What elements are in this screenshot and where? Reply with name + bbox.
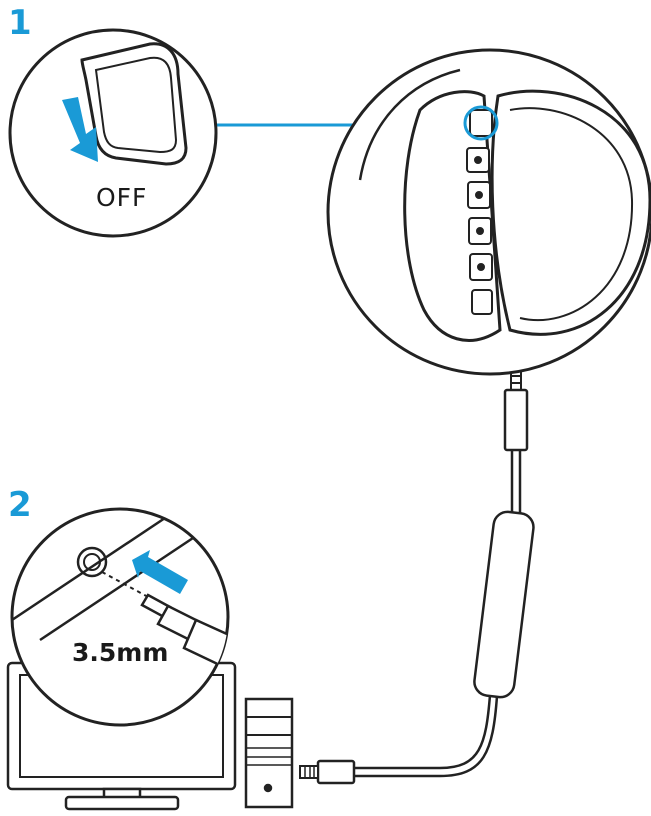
jack-size-label: 3.5mm — [72, 638, 169, 667]
headset-buttons — [466, 147, 493, 315]
step-1-number: 1 — [8, 3, 32, 43]
step-2-number: 2 — [8, 485, 32, 525]
headset-zoom-circle — [326, 48, 651, 376]
audio-jack-socket — [76, 546, 108, 578]
step1-zoom-circle — [8, 28, 218, 238]
headset-cable — [299, 359, 535, 785]
power-switch-icon — [80, 42, 188, 166]
step2-zoom-circle — [10, 507, 230, 727]
slide-down-arrow-icon — [62, 97, 98, 162]
insert-arrow-icon — [132, 550, 188, 594]
highlighted-power-button — [463, 105, 499, 141]
desktop-tower-icon — [244, 697, 294, 809]
off-label: OFF — [96, 183, 148, 212]
